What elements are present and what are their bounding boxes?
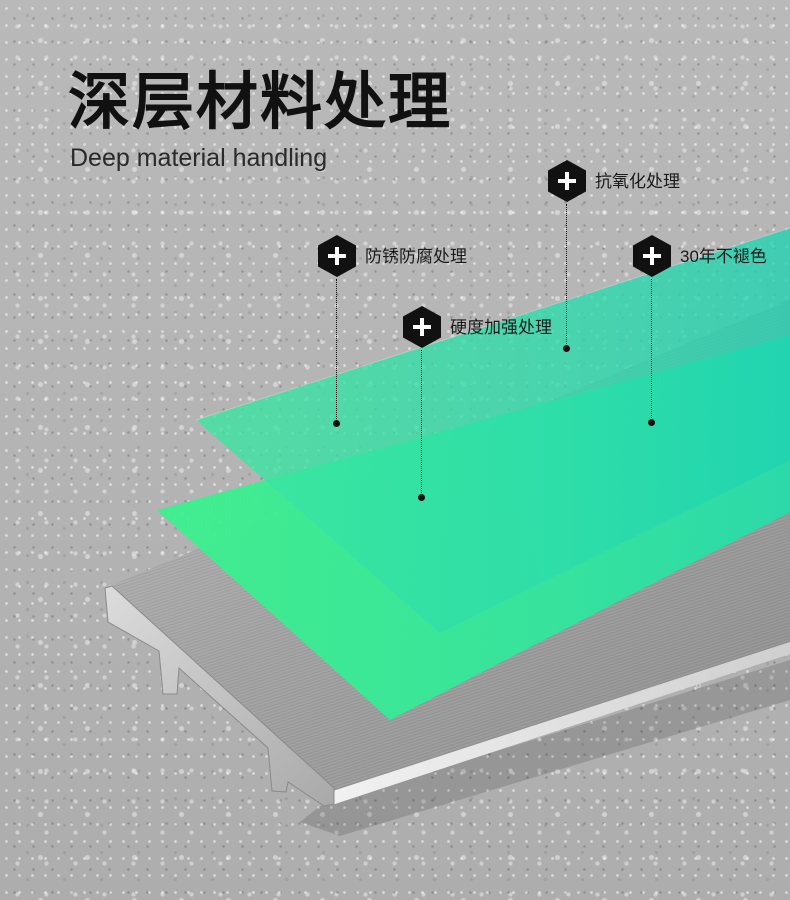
page-title: 深层材料处理	[68, 68, 453, 137]
plus-hexagon-icon	[403, 306, 441, 348]
feature-label: 硬度加强处理	[450, 317, 552, 337]
plus-hexagon-icon	[318, 235, 356, 277]
profile-front-edge	[330, 642, 790, 805]
feature-label: 防锈防腐处理	[365, 246, 467, 266]
leader-line-hardening	[421, 350, 422, 497]
green-layer-upper	[196, 228, 790, 633]
feature-callout-anti-oxidation: 抗氧化处理	[548, 160, 680, 202]
profile-shadow	[300, 660, 790, 836]
leader-dot-anti-oxidation	[563, 345, 570, 352]
feature-callout-hardening: 硬度加强处理	[403, 306, 552, 348]
plus-hexagon-icon	[548, 160, 586, 202]
leader-dot-no-fade	[648, 419, 655, 426]
feature-label: 30年不褪色	[680, 246, 767, 266]
plus-hexagon-icon	[633, 235, 671, 277]
page-subtitle: Deep material handling	[70, 144, 328, 172]
feature-label: 抗氧化处理	[595, 171, 680, 191]
leader-line-no-fade	[651, 279, 652, 422]
leader-line-anti-oxidation	[566, 204, 567, 348]
leader-dot-anti-corrosion	[333, 420, 340, 427]
feature-callout-anti-corrosion: 防锈防腐处理	[318, 235, 467, 277]
profile-cross-section	[104, 585, 335, 807]
feature-callout-no-fade: 30年不褪色	[633, 235, 767, 277]
leader-line-anti-corrosion	[336, 279, 337, 423]
green-layer-upper-edge	[195, 227, 790, 421]
leader-dot-hardening	[418, 494, 425, 501]
